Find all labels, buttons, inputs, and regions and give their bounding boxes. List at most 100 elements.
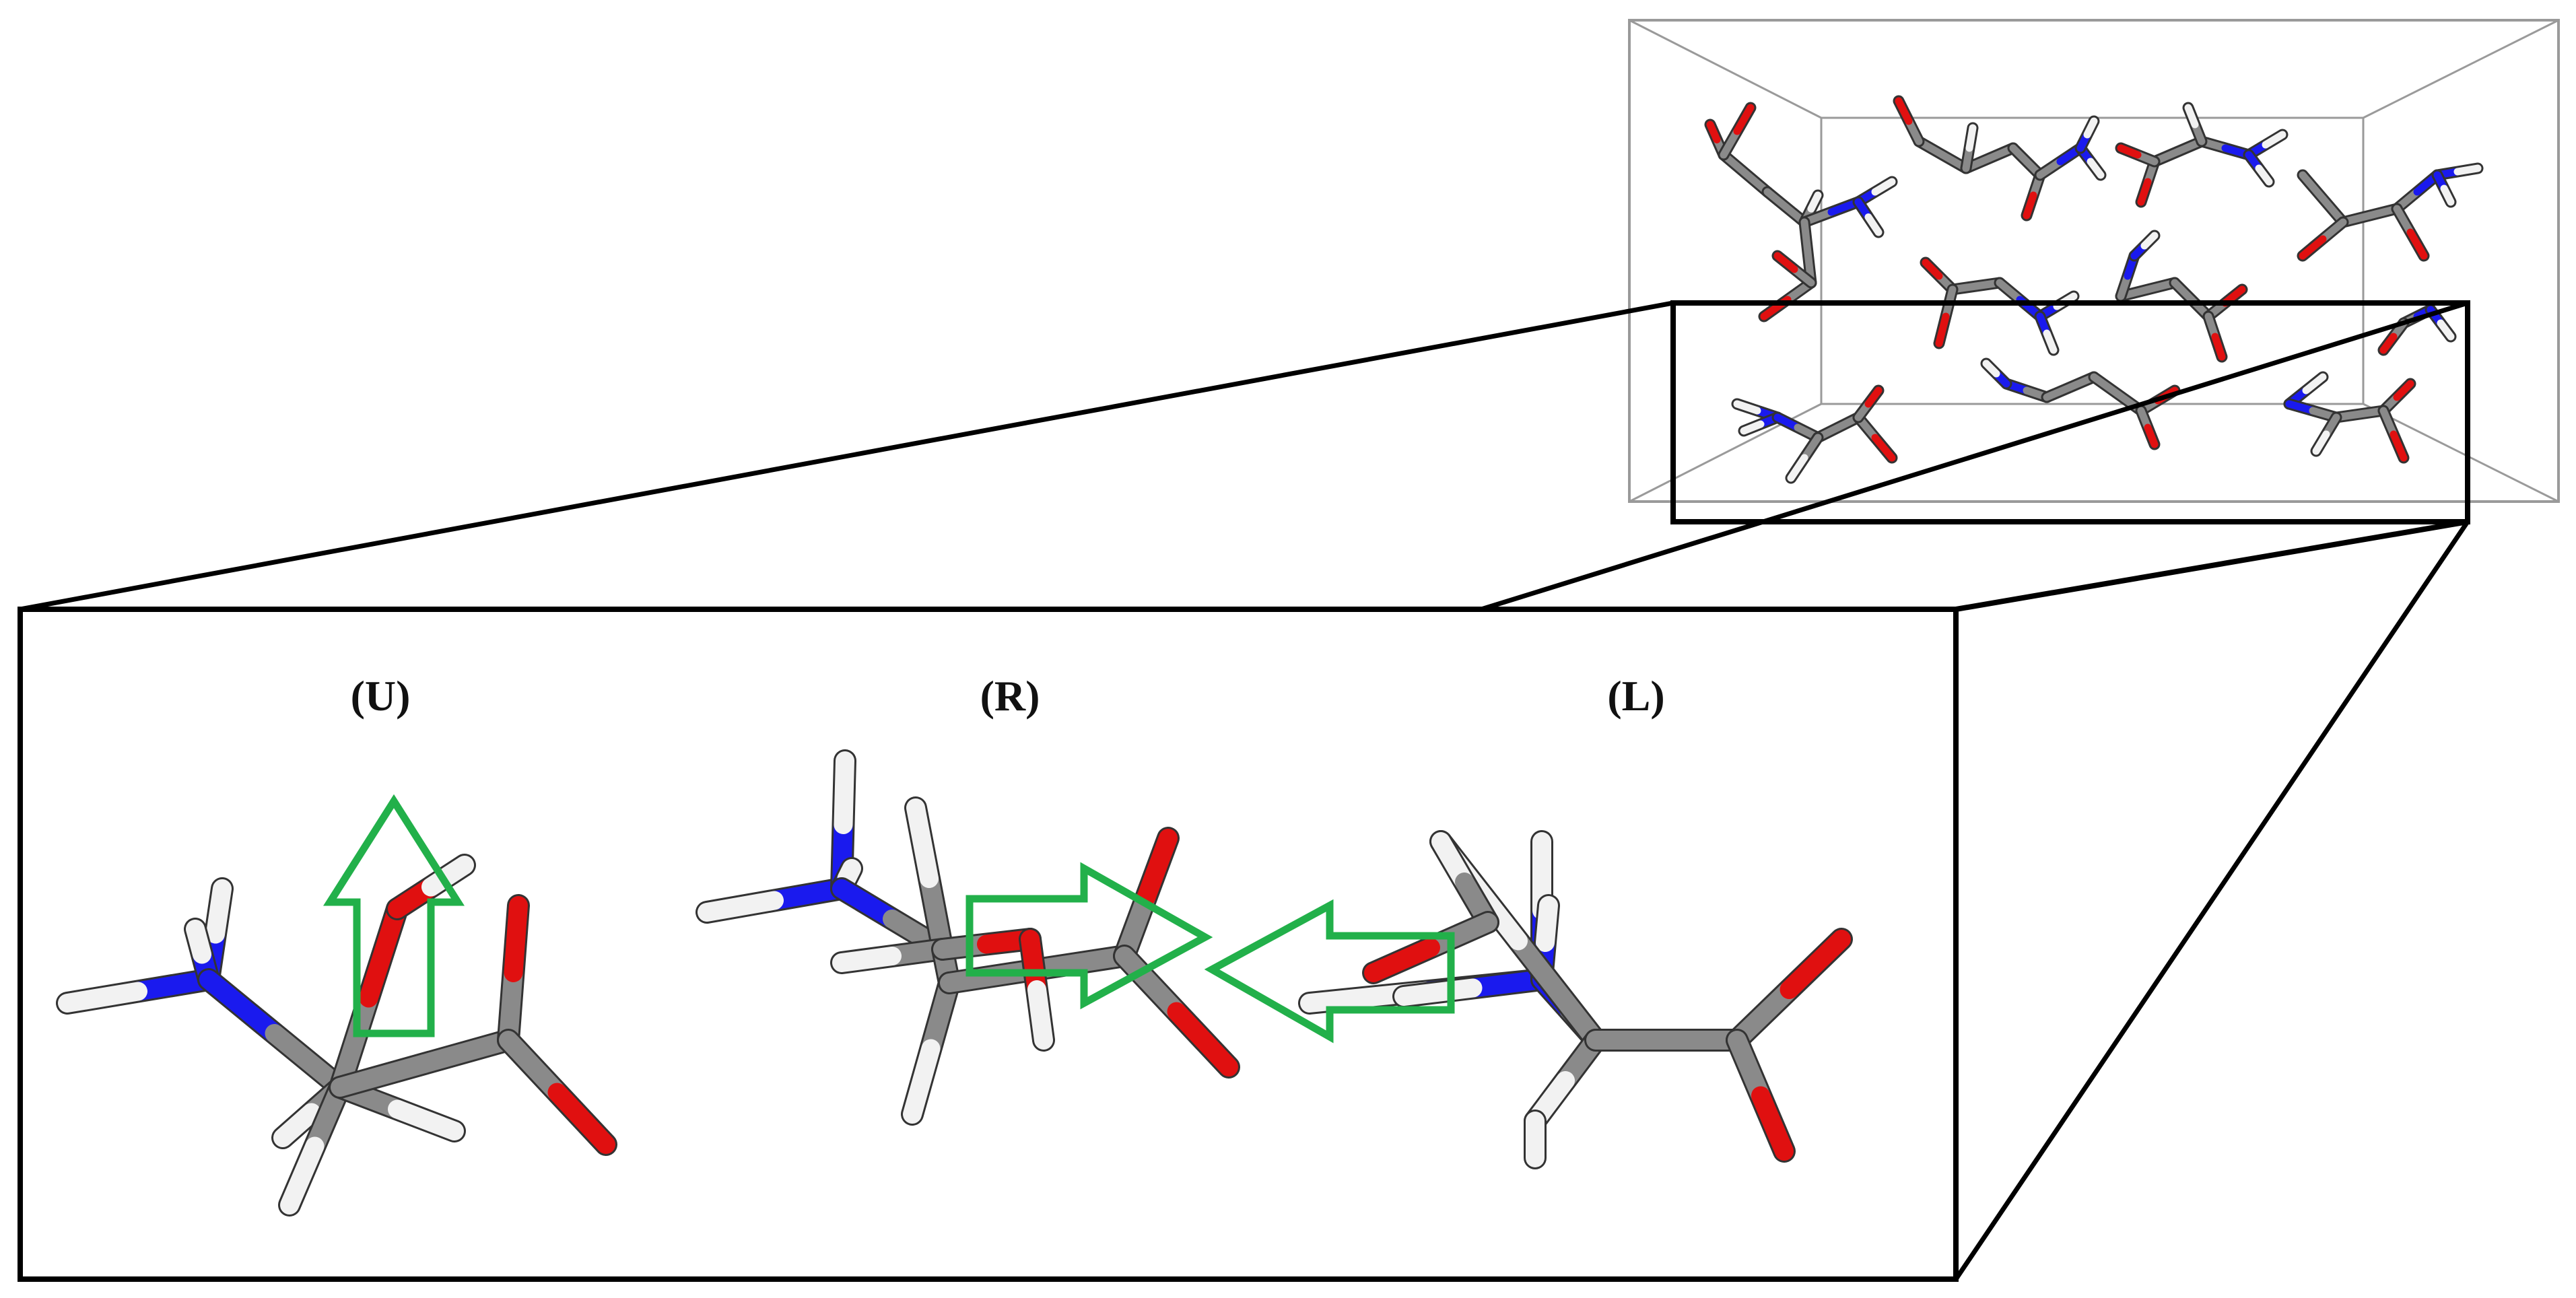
box-edge bbox=[1629, 19, 1822, 119]
bond-c bbox=[1763, 188, 1790, 211]
bond-h bbox=[834, 751, 854, 834]
bond-h bbox=[1807, 191, 1822, 213]
bond-c bbox=[2299, 171, 2327, 203]
bond-c bbox=[2393, 205, 2414, 236]
bond-o bbox=[1864, 386, 1883, 408]
panel-label-u: (U) bbox=[351, 672, 411, 720]
bond-h bbox=[906, 798, 939, 888]
bond-c bbox=[499, 1031, 567, 1102]
bond-n bbox=[832, 879, 902, 928]
bond-o bbox=[2379, 333, 2398, 354]
bond-h bbox=[58, 982, 147, 1013]
bond-o bbox=[2393, 380, 2414, 401]
box-molecules bbox=[1704, 95, 2484, 484]
bond-h bbox=[2087, 158, 2105, 179]
bond-h bbox=[1536, 896, 1558, 952]
zoom-region bbox=[1670, 300, 2470, 524]
bond-o bbox=[2144, 423, 2159, 448]
simulation-box bbox=[1628, 19, 2560, 503]
bond-h bbox=[2302, 373, 2327, 395]
bond-h bbox=[2043, 329, 2058, 354]
bond-h bbox=[2140, 232, 2159, 250]
bond-c bbox=[2171, 279, 2196, 304]
bond-c bbox=[1728, 980, 1799, 1050]
bond-c bbox=[415, 1031, 518, 1073]
bond-o bbox=[2389, 430, 2408, 462]
bond-c bbox=[1509, 931, 1605, 1050]
bond-o bbox=[1137, 829, 1178, 907]
bond-c bbox=[1800, 218, 1812, 257]
box-edge bbox=[2363, 19, 2559, 119]
up-arrow-icon bbox=[323, 794, 465, 1037]
bond-h bbox=[2437, 319, 2455, 341]
bond-c bbox=[1728, 1031, 1770, 1105]
bond-h bbox=[698, 891, 784, 922]
bond-h bbox=[2312, 430, 2330, 455]
bond-n bbox=[199, 970, 284, 1043]
bond-c bbox=[1905, 117, 1923, 145]
zoom-depth-edge bbox=[1955, 519, 2468, 612]
bond-h bbox=[2255, 164, 2273, 186]
bond-h bbox=[1027, 980, 1053, 1050]
molecule-l bbox=[1298, 830, 1853, 1169]
box-edge bbox=[2363, 403, 2559, 503]
panel-label-r: (R) bbox=[980, 672, 1040, 720]
bond-o bbox=[2406, 228, 2428, 260]
panel-label-l: (L) bbox=[1607, 672, 1664, 720]
bond-n bbox=[1773, 413, 1802, 432]
right-arrow-icon bbox=[965, 862, 1213, 1010]
bond-o bbox=[1773, 252, 1798, 273]
bond-h bbox=[280, 1136, 325, 1215]
zoom-line bbox=[20, 300, 1674, 612]
bond-o bbox=[1871, 434, 1896, 462]
bond-c bbox=[2319, 218, 2347, 243]
zoom-line bbox=[1480, 300, 2469, 612]
bond-c bbox=[2043, 383, 2074, 401]
bond-h bbox=[186, 920, 211, 964]
left-arrow-icon bbox=[1204, 899, 1455, 1044]
bond-h bbox=[2440, 184, 2455, 206]
bond-o bbox=[359, 899, 407, 1008]
bond-c bbox=[2090, 373, 2122, 398]
bond-h bbox=[1965, 124, 1977, 152]
bond-c bbox=[1800, 434, 1822, 462]
bond-h bbox=[832, 947, 902, 972]
bond-c bbox=[331, 1054, 434, 1097]
bond-o bbox=[547, 1083, 615, 1154]
bond-o bbox=[1733, 104, 1755, 135]
bond-h bbox=[421, 856, 474, 897]
bond-o bbox=[1935, 312, 1950, 347]
bond-o bbox=[1364, 938, 1440, 982]
bond-h bbox=[2262, 131, 2286, 149]
bond-h bbox=[1864, 213, 1883, 236]
bond-n bbox=[129, 970, 218, 1001]
bond-h bbox=[2184, 104, 2199, 129]
bond-o bbox=[2211, 333, 2226, 361]
bond-h bbox=[837, 859, 861, 888]
bond-c bbox=[920, 869, 952, 959]
bond-h bbox=[206, 879, 232, 944]
bond-c bbox=[1720, 127, 1741, 159]
bond-h bbox=[388, 1099, 464, 1140]
bond-c bbox=[1027, 947, 1134, 979]
bond-o bbox=[1895, 97, 1913, 125]
molecule-u bbox=[56, 854, 617, 1217]
bond-h bbox=[1982, 360, 2000, 378]
bond-o bbox=[1922, 259, 1943, 280]
bond-o bbox=[1780, 930, 1851, 999]
bond-c bbox=[265, 1024, 349, 1097]
bond-c bbox=[331, 988, 378, 1097]
bond-h bbox=[1740, 420, 1765, 435]
bond-h bbox=[903, 1039, 941, 1124]
bond-o bbox=[504, 896, 528, 982]
zoom-connectors bbox=[20, 300, 2470, 1280]
bond-h bbox=[1871, 178, 1896, 196]
zoom-line bbox=[1954, 520, 2470, 1280]
bond-c bbox=[1996, 279, 2024, 304]
bond-o bbox=[1706, 121, 1721, 143]
bond-c bbox=[1115, 947, 1186, 1021]
bond-o bbox=[1167, 1002, 1238, 1077]
bond-c bbox=[2036, 158, 2064, 179]
bond-n bbox=[1463, 970, 1551, 998]
